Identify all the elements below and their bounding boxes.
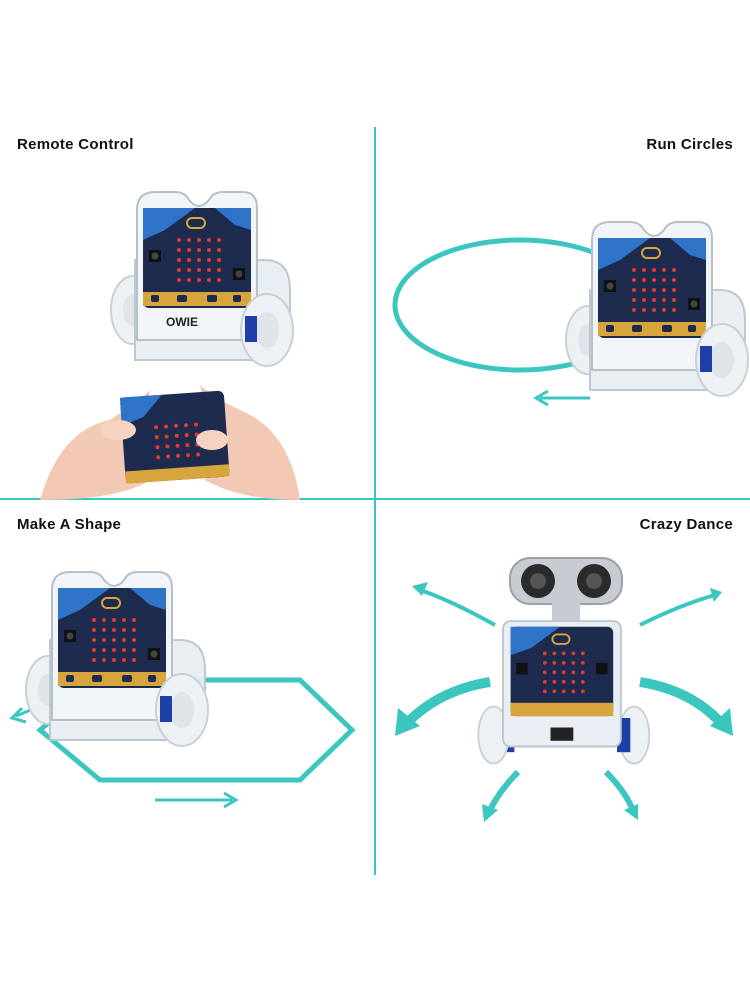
ultrasonic-sensor (509, 557, 623, 622)
robot-crazy-dance (477, 620, 651, 765)
dance-arrows (395, 582, 733, 822)
vertical-divider (374, 127, 376, 875)
robot-make-a-shape (25, 571, 209, 747)
title-remote-control: Remote Control (17, 136, 134, 153)
title-run-circles: Run Circles (646, 136, 733, 153)
horizontal-divider (0, 498, 750, 500)
title-crazy-dance: Crazy Dance (639, 516, 733, 533)
hands-holding-controller (40, 385, 300, 500)
title-make-a-shape: Make A Shape (17, 516, 122, 533)
robot-run-circles (565, 221, 749, 397)
robot-badge-text: OWIE (166, 315, 198, 329)
robot-remote-control (110, 191, 294, 367)
